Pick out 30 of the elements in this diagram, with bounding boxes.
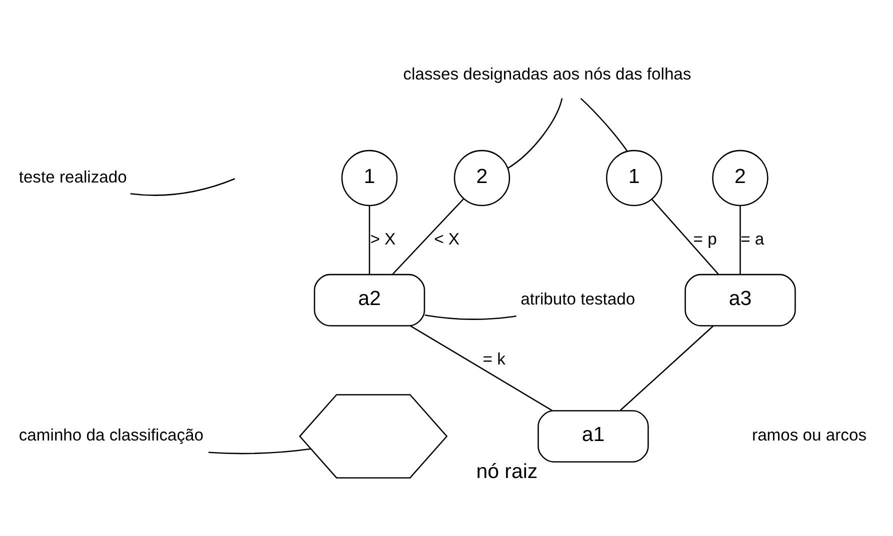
connector bbox=[580, 97, 628, 151]
node-label: nó raiz bbox=[476, 460, 538, 483]
edge-label: < X bbox=[434, 228, 460, 248]
node-text: classes designadas aos nós das folhas bbox=[403, 64, 692, 83]
node-box: a1 bbox=[538, 410, 649, 462]
connector bbox=[130, 178, 236, 196]
node-circle: 1 bbox=[341, 149, 398, 206]
edge-label: = p bbox=[693, 228, 717, 248]
edge-label: = a bbox=[740, 228, 764, 248]
edge-label: = k bbox=[482, 349, 506, 368]
node-circle: 2 bbox=[454, 149, 510, 206]
connector bbox=[392, 198, 464, 274]
connector bbox=[410, 324, 552, 411]
connector bbox=[368, 205, 370, 274]
connector bbox=[651, 198, 719, 274]
node-hexagon bbox=[298, 394, 448, 478]
node-circle: 2 bbox=[712, 149, 768, 206]
node-box: a2 bbox=[314, 273, 426, 326]
node-box: a3 bbox=[684, 273, 796, 326]
label: ramos ou arcos bbox=[752, 425, 867, 444]
connector bbox=[740, 205, 741, 274]
edge-label: > X bbox=[370, 228, 396, 248]
node-text: teste realizado bbox=[18, 166, 127, 186]
node-text: atributo testado bbox=[520, 288, 636, 308]
node-text: caminho da classificação bbox=[18, 425, 204, 444]
connector bbox=[508, 98, 563, 168]
connector bbox=[424, 314, 516, 320]
node-circle: 1 bbox=[606, 149, 662, 206]
connector bbox=[208, 448, 311, 454]
connector bbox=[620, 324, 714, 410]
